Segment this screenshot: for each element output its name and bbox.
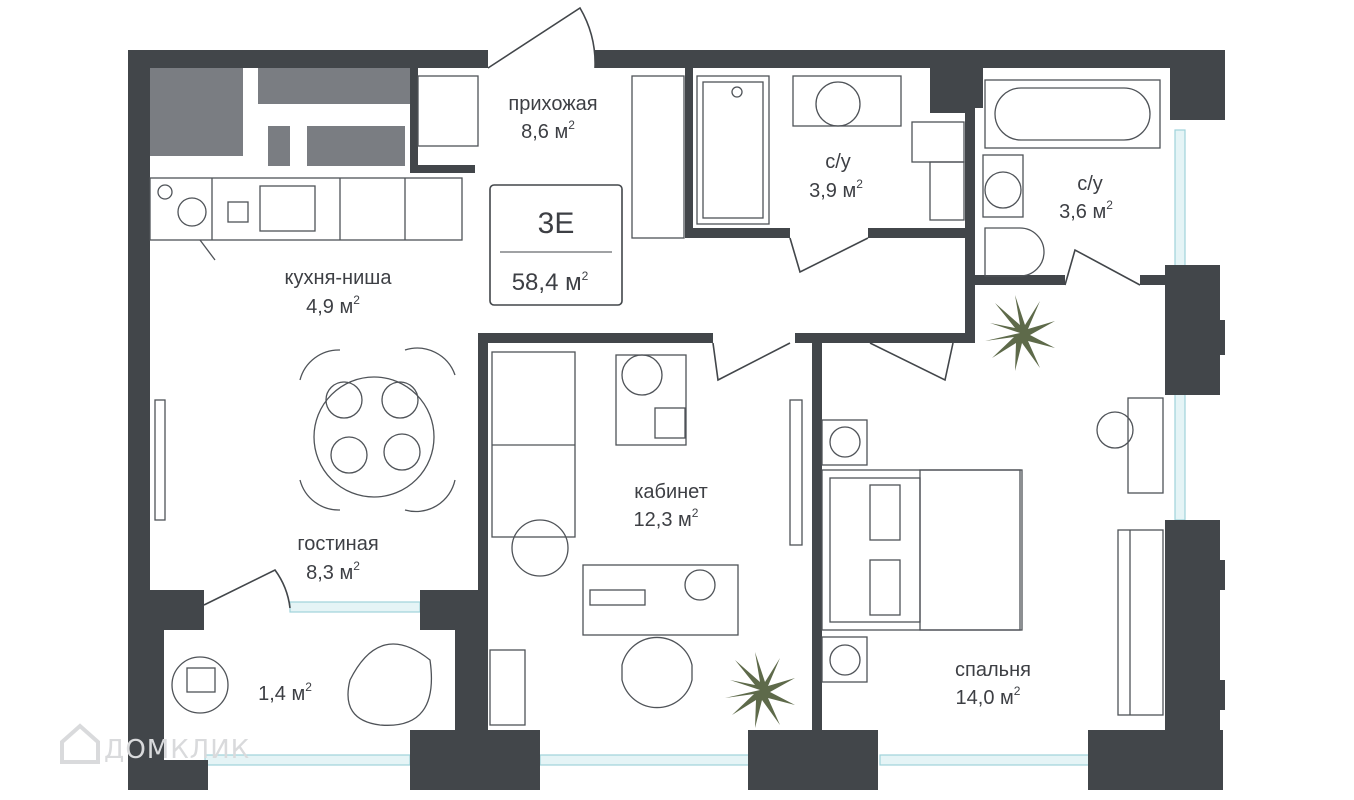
unit-total-area: 58,4 м2: [512, 269, 589, 296]
room-study: кабинет 12,3 м2: [634, 481, 708, 531]
bathroom-furniture: [631, 75, 1161, 277]
room-labels: прихожая 8,6 м2 с/у 3,9 м2 с/у 3,6 м2 ку…: [258, 93, 1113, 709]
plants: [725, 295, 1055, 728]
watermark-text: ДОМКЛИК: [104, 735, 250, 765]
room-area: 3,9 м2: [809, 177, 863, 202]
room-name: прихожая: [508, 93, 597, 115]
plant-icon: [725, 652, 795, 728]
room-living-room: гостиная 8,3 м2: [297, 533, 378, 584]
watermark: ДОМКЛИК: [60, 723, 250, 765]
room-name: с/у: [825, 151, 851, 173]
unit-code: 3E: [538, 207, 575, 240]
room-bathroom-2: с/у 3,6 м2: [1059, 173, 1113, 223]
unit-label: 3E 58,4 м2: [489, 184, 623, 306]
study-furniture: [489, 351, 739, 726]
room-hallway: прихожая 8,6 м2: [508, 93, 597, 143]
room-name: кухня-ниша: [285, 267, 393, 289]
house-logo-icon: [60, 723, 100, 764]
living-furniture: [154, 347, 456, 726]
room-area: 12,3 м2: [634, 506, 699, 531]
room-bedroom: спальня 14,0 м2: [955, 659, 1031, 709]
kitchen-furniture: [149, 68, 479, 261]
room-area: 1,4 м2: [258, 680, 312, 705]
walls: [128, 50, 1225, 790]
room-name: гостиная: [297, 533, 378, 555]
doors: [203, 6, 1141, 609]
room-area: 14,0 м2: [956, 684, 1021, 709]
room-balcony: 1,4 м2: [258, 680, 312, 705]
room-name: кабинет: [634, 481, 708, 503]
room-name: с/у: [1077, 173, 1103, 195]
room-area: 8,3 м2: [306, 559, 360, 584]
room-kitchen-niche: кухня-ниша 4,9 м2: [285, 267, 393, 318]
room-area: 8,6 м2: [521, 118, 575, 143]
room-area: 4,9 м2: [306, 293, 360, 318]
room-bathroom-1: с/у 3,9 м2: [809, 151, 863, 202]
room-area: 3,6 м2: [1059, 198, 1113, 223]
room-name: спальня: [955, 659, 1031, 681]
plant-icon: [985, 295, 1055, 371]
bedroom-furniture: [789, 397, 1164, 716]
